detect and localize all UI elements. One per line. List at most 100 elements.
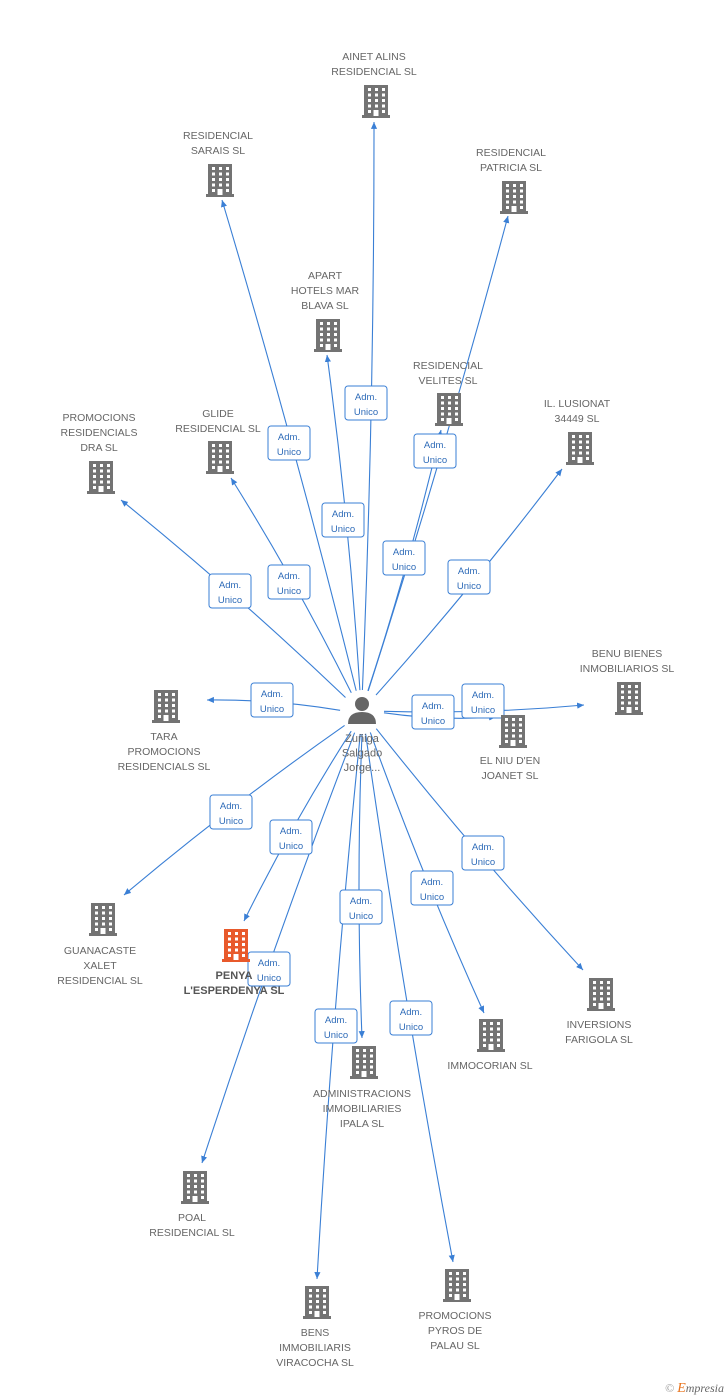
edge-label-box[interactable]: Adm.Unico [461, 683, 505, 719]
node-label-line: INMOBILIARIOS SL [580, 663, 675, 675]
center-person[interactable]: ZuñigaSalgadoJorge... [342, 697, 382, 774]
edge-label-text: Adm. [472, 690, 494, 701]
company-node-patricia[interactable]: RESIDENCIAL PATRICIA SL [476, 147, 546, 214]
edge-label-box[interactable]: Adm.Unico [410, 870, 454, 906]
node-label-line: BENS [301, 1327, 330, 1339]
edge-label-text: Adm. [472, 842, 494, 853]
node-label-line: L'ESPERDENYA SL [184, 985, 285, 997]
edge-label-text: Adm. [393, 547, 415, 558]
company-node-immocorian[interactable]: IMMOCORIAN SL [447, 1019, 533, 1072]
node-label-line: PROMOCIONS [128, 746, 201, 758]
edge-label-text: Unico [277, 586, 301, 597]
node-label-line: PALAU SL [430, 1340, 480, 1352]
edge-label-box[interactable]: Adm. Unico [461, 835, 505, 871]
edge-label-text: Unico [218, 595, 242, 606]
edge-label-text: Unico [420, 892, 444, 903]
edge-label-box[interactable]: Adm.Unico [267, 425, 311, 461]
company-node-benu[interactable]: BENU BIENES INMOBILIARIOS SL [580, 648, 675, 715]
building-icon [587, 978, 615, 1011]
edge-label-box[interactable]: Adm.Unico [344, 385, 388, 421]
edge-label-text: Unico [399, 1022, 423, 1033]
edge-label-text: Adm. [400, 1007, 422, 1018]
node-label-line: PATRICIA SL [480, 162, 542, 174]
center-name-line: Zuñiga [345, 733, 380, 745]
edge-label-box[interactable]: Adm.Unico [382, 540, 426, 576]
building-icon [566, 432, 594, 465]
edge-line [314, 733, 361, 1280]
edge-label-text: Adm. [422, 701, 444, 712]
brand-footer: © Empresia [665, 1381, 724, 1397]
edge-label-frame [382, 540, 426, 576]
node-label-line: APART [308, 270, 343, 282]
edge-label-text: Adm. [219, 580, 241, 591]
company-node-penya[interactable]: PENYA L'ESPERDENYA SL [184, 929, 285, 997]
brand-initial: E [677, 1381, 686, 1396]
edge-label-box[interactable]: Adm.Unico [247, 951, 291, 987]
edge-label-frame [321, 502, 365, 538]
node-label-line: IMMOBILIARIS [279, 1342, 351, 1354]
edge-label-box[interactable]: Adm. Unico [389, 1000, 433, 1036]
edge-label-text: Adm. [325, 1015, 347, 1026]
edge-label-box[interactable]: Adm. Unico [208, 573, 252, 609]
node-label-line: SARAIS SL [191, 145, 245, 157]
edge-label-box[interactable]: Adm.Unico [339, 889, 383, 925]
node-label-line: BLAVA SL [301, 300, 349, 312]
edge-label-text: Unico [457, 581, 481, 592]
node-label-line: RESIDENCIAL [476, 147, 546, 159]
edge-label-text: Adm. [278, 432, 300, 443]
edge-label-frame [410, 870, 454, 906]
edge-line [365, 733, 455, 1263]
building-icon [477, 1019, 505, 1052]
edge-label-text: Adm. [458, 566, 480, 577]
node-label-line: XALET [83, 960, 117, 972]
node-label-line: RESIDENCIAL SL [149, 1227, 235, 1239]
node-label-line: INVERSIONS [567, 1019, 632, 1031]
node-label-line: ADMINISTRACIONS [313, 1088, 411, 1100]
edges-layer: Adm.UnicoAdm.UnicoAdm.UnicoAdm.UnicoAdm.… [120, 121, 585, 1280]
edge-label-text: Unico [423, 455, 447, 466]
edge-label-text: Unico [260, 704, 284, 715]
edge-pyros [365, 733, 455, 1263]
edge-label-box[interactable]: Adm.Unico [314, 1008, 358, 1044]
edge-label-frame [314, 1008, 358, 1044]
edge-label-box[interactable]: Adm.Unico [269, 819, 313, 855]
edge-label-frame [344, 385, 388, 421]
building-icon [500, 181, 528, 214]
edge-label-box[interactable]: Adm.Unico [321, 502, 365, 538]
building-icon [314, 319, 342, 352]
edge-label-box[interactable]: Adm.Unico [411, 694, 455, 730]
edge-label-box[interactable]: Adm.Unico [413, 433, 457, 469]
edge-label-frame [208, 573, 252, 609]
edge-label-frame [269, 819, 313, 855]
node-label-line: RESIDENCIALS SL [118, 761, 211, 773]
edge-label-box[interactable]: Adm. Unico [447, 559, 491, 595]
company-node-viracocha[interactable]: BENS IMMOBILIARIS VIRACOCHA SL [276, 1286, 354, 1369]
edge-label-box[interactable]: Adm.Unico [250, 682, 294, 718]
edge-poal [201, 732, 356, 1164]
edge-label-text: Unico [331, 524, 355, 535]
node-label-line: AINET ALINS [342, 51, 405, 63]
node-label-line: VELITES SL [419, 375, 478, 387]
edge-label-box[interactable]: Adm.Unico [209, 794, 253, 830]
node-label-line: BENU BIENES [592, 648, 663, 660]
edge-label-box[interactable]: Adm.Unico [267, 564, 311, 600]
node-label-line: IMMOCORIAN SL [447, 1060, 532, 1072]
edge-label-text: Unico [471, 857, 495, 868]
node-label-line: PENYA [216, 970, 253, 982]
building-icon [152, 690, 180, 723]
node-label-line: VIRACOCHA SL [276, 1357, 354, 1369]
